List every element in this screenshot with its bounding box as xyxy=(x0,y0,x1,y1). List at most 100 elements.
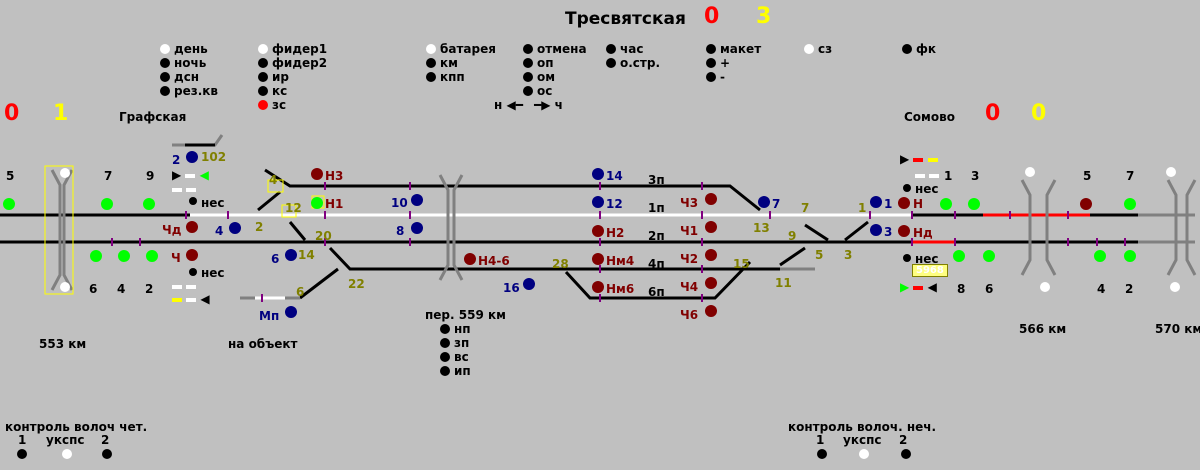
nes-label[interactable]: нес xyxy=(915,252,939,266)
signal-lamp-icon[interactable] xyxy=(983,250,995,262)
indicator-om[interactable]: ом xyxy=(523,70,587,84)
switch-label[interactable]: 20 xyxy=(315,229,332,243)
control-right-b1: 1 xyxy=(816,433,825,447)
switch-label[interactable]: 28 xyxy=(552,257,569,271)
signal-lamp-icon[interactable] xyxy=(118,250,130,262)
direction-ch[interactable]: ━▶ ч xyxy=(534,98,563,112)
switch-label[interactable]: 6 xyxy=(296,285,305,299)
signal-lamp-icon[interactable] xyxy=(705,277,717,289)
signal-lamp-icon[interactable] xyxy=(464,253,476,265)
signal-lamp-icon[interactable] xyxy=(898,197,910,209)
signal-lamp-icon[interactable] xyxy=(1080,198,1092,210)
crossing-zp[interactable]: зп xyxy=(440,336,471,350)
signal-lamp-icon[interactable] xyxy=(1094,250,1106,262)
signal-lamp-icon[interactable] xyxy=(705,249,717,261)
indicator-o-str[interactable]: о.стр. xyxy=(606,56,660,70)
shunt-label-2: 2 xyxy=(172,153,181,167)
crossing-ip[interactable]: ип xyxy=(440,364,471,378)
indicator-kpp[interactable]: кпп xyxy=(426,70,496,84)
switch-label[interactable]: 5 xyxy=(815,248,824,262)
indicator-fk[interactable]: фк xyxy=(902,42,936,56)
switch-label[interactable]: 1 xyxy=(858,201,867,215)
signal-lamp-icon[interactable] xyxy=(1124,250,1136,262)
signal-lamp-icon[interactable] xyxy=(186,249,198,261)
indicator-sz[interactable]: сз xyxy=(804,42,832,56)
shunt-lamp-icon[interactable] xyxy=(592,168,604,180)
direction-n[interactable]: н ◀━ xyxy=(494,98,523,112)
crossing-vs[interactable]: вс xyxy=(440,350,471,364)
indicator-dsn[interactable]: дсн xyxy=(160,70,218,84)
switch-label[interactable]: 13 xyxy=(753,221,770,235)
indicator-noch[interactable]: ночь xyxy=(160,56,218,70)
switch-label[interactable]: 22 xyxy=(348,277,365,291)
indicator-minus[interactable]: - xyxy=(706,70,761,84)
shunt-lamp-icon[interactable] xyxy=(411,222,423,234)
lamp-icon[interactable] xyxy=(62,449,72,459)
nes-label[interactable]: нес xyxy=(201,196,225,210)
signal-lamp-icon[interactable] xyxy=(705,305,717,317)
shunt-lamp-icon[interactable] xyxy=(229,222,241,234)
switch-label[interactable]: 3 xyxy=(844,248,853,262)
switch-label[interactable]: 2 xyxy=(255,220,264,234)
signal-lamp-icon[interactable] xyxy=(940,198,952,210)
indicator-plus[interactable]: + xyxy=(706,56,761,70)
signal-lamp-icon[interactable] xyxy=(143,198,155,210)
indicator-ir[interactable]: ир xyxy=(258,70,327,84)
indicator-os[interactable]: ос xyxy=(523,84,587,98)
signal-lamp-icon[interactable] xyxy=(146,250,158,262)
shunt-lamp-icon[interactable] xyxy=(523,278,535,290)
signal-lamp-icon[interactable] xyxy=(186,221,198,233)
signal-lamp-icon[interactable] xyxy=(898,225,910,237)
shunt-lamp-icon[interactable] xyxy=(285,249,297,261)
switch-label[interactable]: 11 xyxy=(775,276,792,290)
shunt-lamp-icon[interactable] xyxy=(186,151,198,163)
shunt-lamp-icon[interactable] xyxy=(592,196,604,208)
indicator-op[interactable]: оп xyxy=(523,56,587,70)
indicator-rez-kv[interactable]: рез.кв xyxy=(160,84,218,98)
signal-lamp-icon[interactable] xyxy=(101,198,113,210)
indicator-chas[interactable]: час xyxy=(606,42,660,56)
switch-label[interactable]: 9 xyxy=(788,229,797,243)
indicator-den[interactable]: день xyxy=(160,42,218,56)
shunt-lamp-icon[interactable] xyxy=(758,196,770,208)
lamp-icon[interactable] xyxy=(817,449,827,459)
switch-label[interactable]: 14 xyxy=(298,248,315,262)
indicator-batareya[interactable]: батарея xyxy=(426,42,496,56)
indicator-ks[interactable]: кс xyxy=(258,84,327,98)
signal-lamp-icon[interactable] xyxy=(592,281,604,293)
switch-label[interactable]: 12 xyxy=(285,201,302,215)
nes-label[interactable]: нес xyxy=(915,182,939,196)
indicator-maket[interactable]: макет xyxy=(706,42,761,56)
lamp-icon[interactable] xyxy=(901,449,911,459)
indicator-fider2[interactable]: фидер2 xyxy=(258,56,327,70)
crossing-np[interactable]: нп xyxy=(440,322,471,336)
signal-lamp-icon[interactable] xyxy=(311,168,323,180)
signal-lamp-icon[interactable] xyxy=(705,193,717,205)
switch-label[interactable]: 102 xyxy=(201,150,227,164)
lamp-icon[interactable] xyxy=(859,449,869,459)
indicator-otmena[interactable]: отмена xyxy=(523,42,587,56)
lamp-icon[interactable] xyxy=(102,449,112,459)
shunt-lamp-icon[interactable] xyxy=(870,196,882,208)
signal-lamp-icon[interactable] xyxy=(705,221,717,233)
switch-label[interactable]: 4 xyxy=(269,173,278,187)
signal-lamp-icon[interactable] xyxy=(311,197,323,209)
signal-lamp-icon[interactable] xyxy=(592,253,604,265)
train-number-badge[interactable]: 5968 xyxy=(912,264,948,277)
indicator-zs[interactable]: зс xyxy=(258,98,327,112)
shunt-lamp-icon[interactable] xyxy=(285,306,297,318)
switch-label[interactable]: 7 xyxy=(801,201,810,215)
signal-lamp-icon[interactable] xyxy=(968,198,980,210)
signal-lamp-icon[interactable] xyxy=(592,225,604,237)
signal-lamp-icon[interactable] xyxy=(90,250,102,262)
nes-label[interactable]: нес xyxy=(201,266,225,280)
signal-lamp-icon[interactable] xyxy=(3,198,15,210)
shunt-lamp-icon[interactable] xyxy=(870,224,882,236)
lamp-icon[interactable] xyxy=(17,449,27,459)
indicator-fider1[interactable]: фидер1 xyxy=(258,42,327,56)
switch-label[interactable]: 15 xyxy=(733,257,750,271)
indicator-km[interactable]: км xyxy=(426,56,496,70)
shunt-lamp-icon[interactable] xyxy=(411,194,423,206)
signal-lamp-icon[interactable] xyxy=(953,250,965,262)
signal-lamp-icon[interactable] xyxy=(1124,198,1136,210)
